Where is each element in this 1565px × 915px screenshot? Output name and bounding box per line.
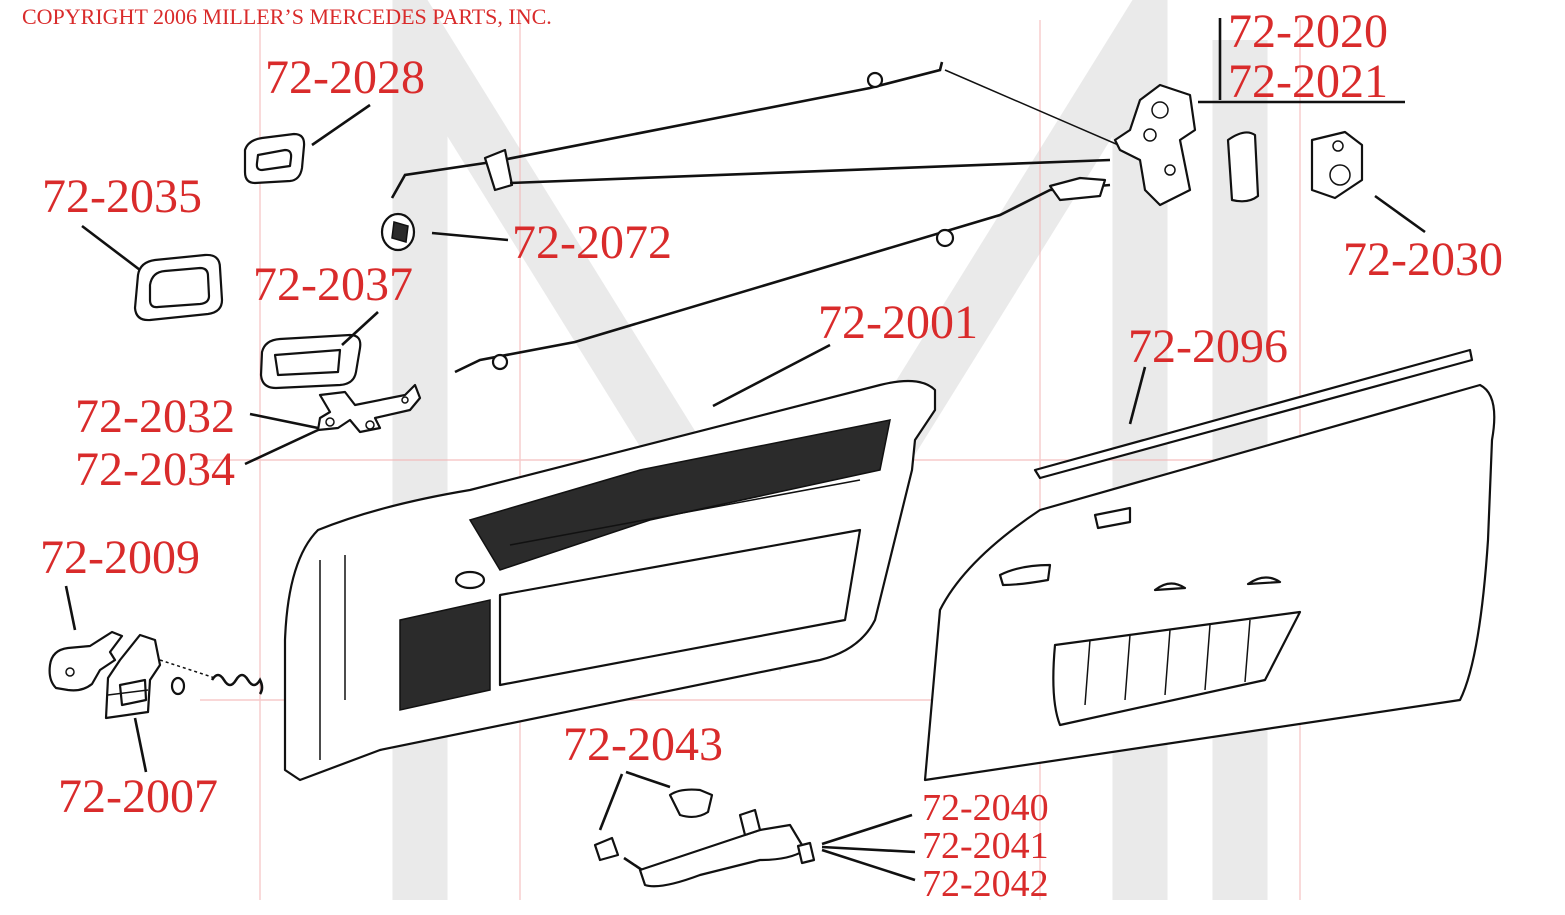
label-72-2007: 72-2007 (58, 770, 218, 823)
label-72-2020: 72-2020 (1228, 5, 1388, 58)
label-72-2042: 72-2042 (922, 863, 1049, 905)
part-2032-bracket (316, 383, 422, 434)
part-2001-door-shell (283, 379, 937, 782)
label-72-2072: 72-2072 (512, 216, 672, 269)
part-2096-door-skin (923, 348, 1496, 782)
label-72-2021: 72-2021 (1228, 55, 1388, 108)
label-72-2041: 72-2041 (922, 825, 1049, 867)
label-72-2001: 72-2001 (818, 296, 978, 349)
part-2007-hinge (104, 633, 162, 720)
part-2009-lever (48, 630, 124, 692)
part-2028-handle-bezel (243, 132, 306, 185)
label-72-2037: 72-2037 (253, 258, 413, 311)
control-rods (390, 61, 1131, 374)
part-2030-striker (1226, 130, 1364, 203)
label-72-2096: 72-2096 (1128, 320, 1288, 373)
label-72-2043: 72-2043 (563, 718, 723, 771)
label-72-2034: 72-2034 (75, 443, 235, 496)
label-72-2028: 72-2028 (265, 51, 425, 104)
part-2043-outside-handle (593, 788, 816, 888)
part-2072-knob (380, 212, 416, 252)
copyright-notice: COPYRIGHT 2006 MILLER’S MERCEDES PARTS, … (22, 4, 552, 29)
part-2037-bezel (259, 333, 362, 390)
label-72-2040: 72-2040 (922, 787, 1049, 829)
label-72-2035: 72-2035 (42, 170, 202, 223)
label-72-2032: 72-2032 (75, 390, 235, 443)
label-72-2009: 72-2009 (40, 531, 200, 584)
leader-lines (64, 18, 1426, 882)
part-2020-door-lock (1113, 83, 1197, 207)
label-72-2030: 72-2030 (1343, 233, 1503, 286)
part-2035-escutcheon (133, 253, 224, 322)
spring (159, 659, 264, 696)
